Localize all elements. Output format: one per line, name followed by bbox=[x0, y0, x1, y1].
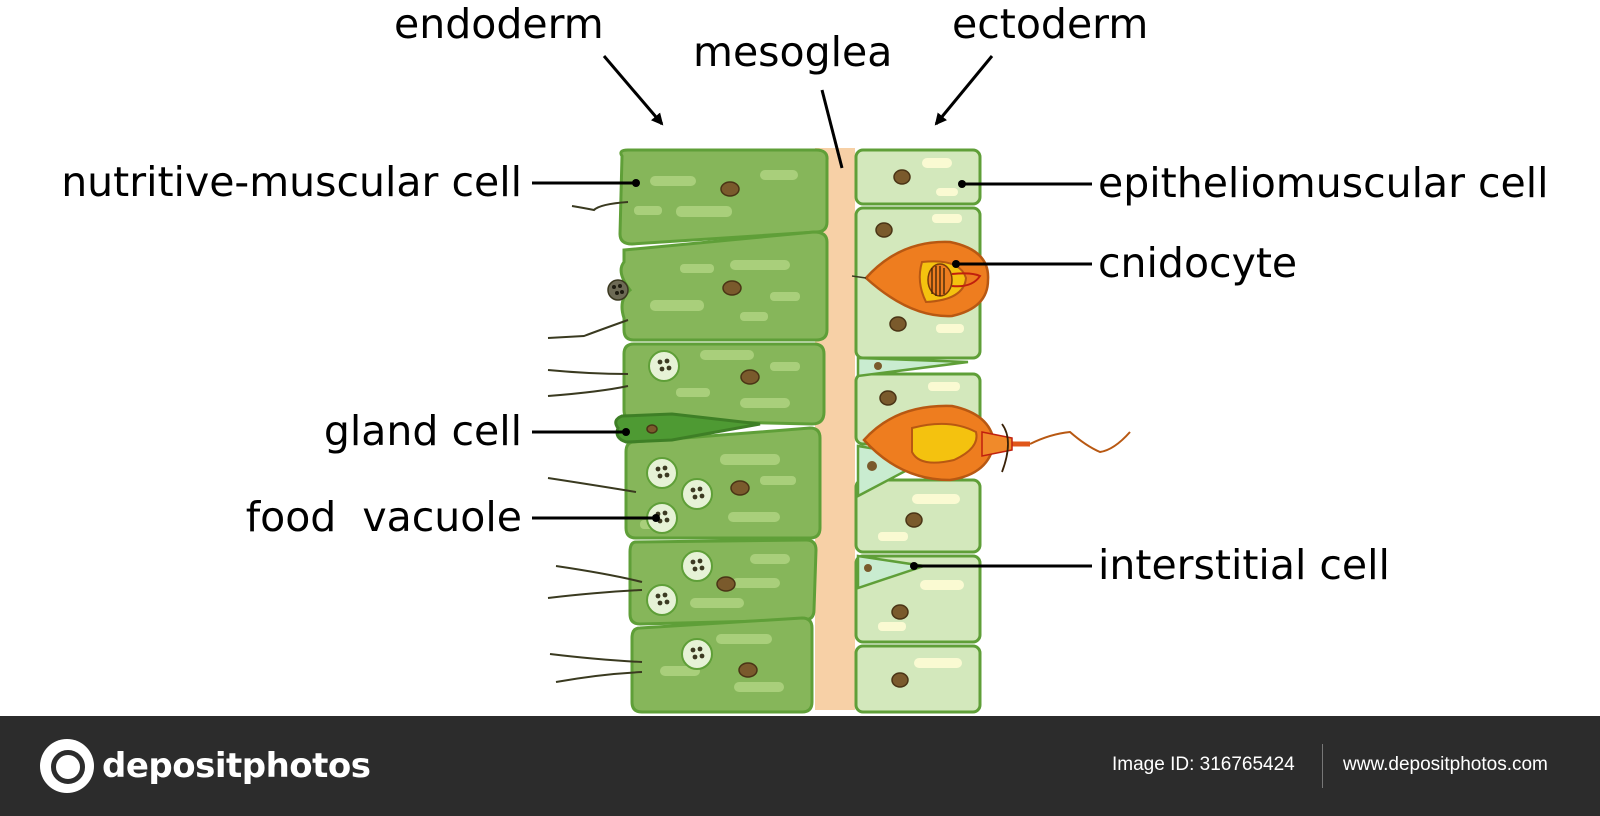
food-vacuole bbox=[646, 584, 678, 616]
nucleus bbox=[879, 390, 897, 406]
leader-lines bbox=[532, 55, 1092, 568]
gland-cell bbox=[614, 412, 761, 444]
ectoderm-cell bbox=[854, 148, 982, 206]
interstitial-cell bbox=[856, 356, 969, 378]
label-epitheliomuscular-cell: epitheliomuscular cell bbox=[1098, 159, 1549, 207]
nucleus bbox=[738, 662, 758, 678]
leader-line-mesoglea bbox=[820, 89, 844, 169]
food-vacuole bbox=[681, 638, 713, 670]
food-vacuole bbox=[681, 550, 713, 582]
nucleus bbox=[740, 369, 760, 385]
label-cnidocyte: cnidocyte bbox=[1098, 239, 1298, 287]
engulfed-particle-dots bbox=[612, 284, 624, 295]
nucleus bbox=[891, 604, 909, 620]
nucleus bbox=[720, 181, 740, 197]
nucleus bbox=[905, 512, 923, 528]
ectoderm-cell bbox=[854, 644, 982, 714]
food-vacuole bbox=[681, 478, 713, 510]
interstitial-cell bbox=[856, 554, 925, 590]
hydra-body-wall-diagram: endoderm mesoglea ectoderm nutritive-mus… bbox=[61, 0, 1549, 714]
engulfed-particle bbox=[607, 279, 629, 301]
footer-bar: depositphotos Image ID: 316765424 www.de… bbox=[0, 716, 1600, 816]
label-food-vacuole: food vacuole bbox=[245, 493, 522, 541]
label-interstitial-cell: interstitial cell bbox=[1098, 541, 1390, 589]
nucleus bbox=[891, 672, 909, 688]
leader-line-ectoderm bbox=[934, 55, 994, 126]
footer-divider bbox=[1322, 744, 1323, 788]
cnidocyte-discharged bbox=[862, 404, 1131, 482]
diagram-canvas bbox=[532, 55, 1131, 714]
nucleus bbox=[716, 576, 736, 592]
gland-nucleus bbox=[646, 424, 658, 434]
food-vacuoles bbox=[646, 350, 713, 670]
leader-line-endoderm bbox=[602, 55, 664, 126]
nucleus bbox=[893, 169, 911, 185]
interstitial-nuclei bbox=[864, 362, 882, 572]
brand-name: depositphotos bbox=[102, 746, 371, 786]
label-endoderm: endoderm bbox=[394, 0, 604, 48]
image-id-text: Image ID: 316765424 bbox=[1112, 754, 1295, 775]
endoderm-cell bbox=[618, 148, 829, 246]
label-gland-cell: gland cell bbox=[323, 407, 522, 455]
endoderm-nuclei bbox=[646, 181, 760, 678]
site-url-link[interactable]: www.depositphotos.com bbox=[1343, 754, 1548, 775]
leader-dots bbox=[622, 179, 966, 570]
label-ectoderm: ectoderm bbox=[952, 0, 1149, 48]
nucleus bbox=[889, 316, 907, 332]
nucleus bbox=[875, 222, 893, 238]
brand-logo[interactable]: depositphotos bbox=[40, 738, 371, 794]
endoderm-cell bbox=[630, 616, 814, 714]
nucleus bbox=[722, 280, 742, 296]
camera-logo-icon bbox=[40, 739, 94, 793]
label-nutritive-muscular-cell: nutritive-muscular cell bbox=[61, 158, 522, 206]
ectoderm-nuclei bbox=[875, 169, 923, 688]
nucleus bbox=[730, 480, 750, 496]
flagella bbox=[547, 201, 643, 683]
food-vacuole bbox=[648, 350, 680, 382]
label-mesoglea: mesoglea bbox=[693, 28, 893, 76]
food-particles bbox=[655, 358, 705, 660]
endoderm-inclusions bbox=[634, 170, 800, 692]
ectoderm-inclusions bbox=[878, 158, 964, 668]
food-vacuole bbox=[646, 457, 678, 489]
